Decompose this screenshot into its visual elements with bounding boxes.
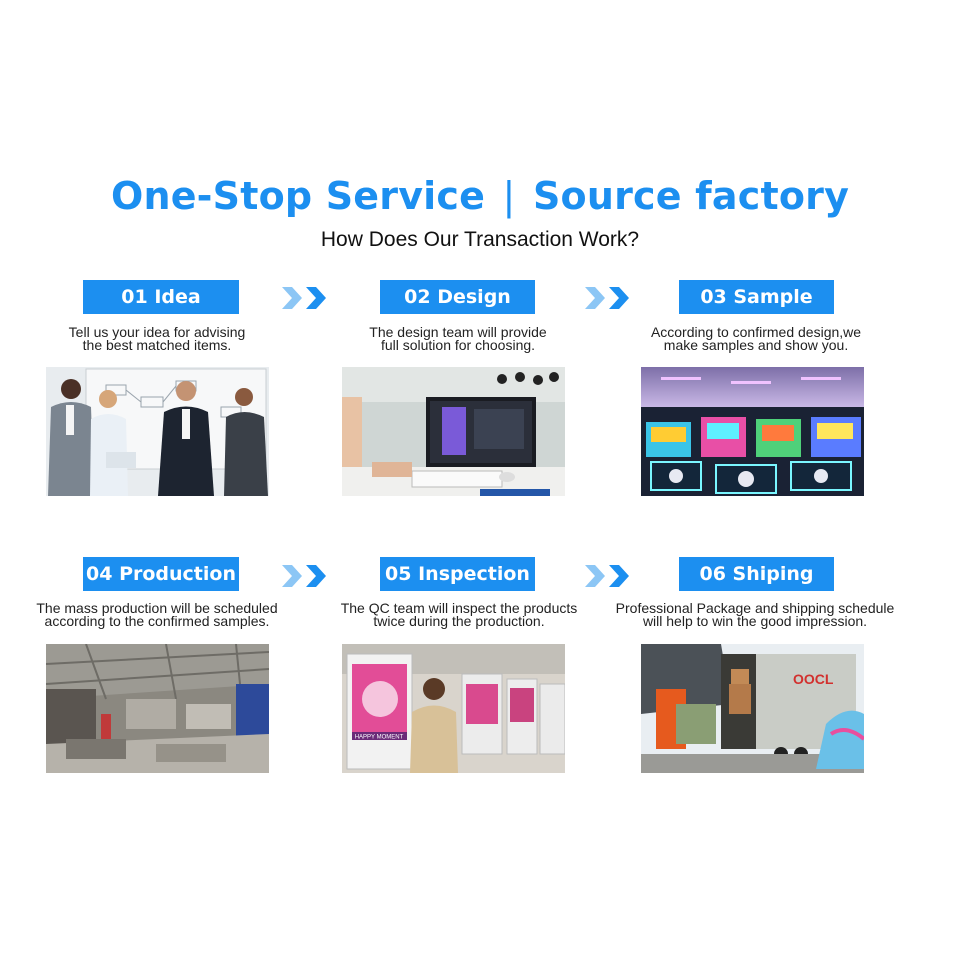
- title-left: One-Stop Service: [110, 174, 486, 218]
- page-title: One-Stop Service | Source factory: [0, 174, 960, 218]
- step-desc-shipping: Professional Package and shipping schedu…: [600, 600, 910, 629]
- step-desc-line: will help to win the good impression.: [642, 613, 868, 629]
- double-chevron-right-icon: [585, 287, 629, 309]
- step-desc-line: Tell us your idea for advising: [68, 324, 246, 340]
- design-workstation-photo: [342, 367, 565, 496]
- step-desc-line: full solution for choosing.: [380, 337, 536, 353]
- container-brand-label: OOCL: [793, 671, 834, 687]
- step-desc-line: According to confirmed design,we: [650, 324, 862, 340]
- step-desc-line: twice during the production.: [373, 613, 545, 629]
- step-desc-line: The QC team will inspect the products: [340, 600, 578, 616]
- double-chevron-right-icon: [585, 565, 629, 587]
- step-badge-shipping: 06 Shiping: [679, 557, 834, 591]
- step-badge-design: 02 Design: [380, 280, 535, 314]
- double-chevron-right-icon: [282, 287, 326, 309]
- quality-inspection-photo: HAPPY MOMENT: [342, 644, 565, 773]
- title-right: Source factory: [532, 174, 850, 218]
- machine-label: HAPPY MOMENT: [355, 735, 404, 741]
- page-subtitle: How Does Our Transaction Work?: [320, 228, 640, 251]
- step-badge-production: 04 Production: [83, 557, 239, 591]
- arcade-showroom-photo: [641, 367, 864, 496]
- step-badge-inspection: 05 Inspection: [380, 557, 535, 591]
- step-desc-line: make samples and show you.: [663, 337, 849, 353]
- step-desc-line: according to the confirmed samples.: [44, 613, 270, 629]
- title-separator: |: [502, 174, 516, 218]
- step-desc-design: The design team will provide full soluti…: [318, 324, 598, 353]
- step-desc-line: The design team will provide: [369, 324, 547, 340]
- step-desc-production: The mass production will be scheduled ac…: [17, 600, 297, 629]
- step-desc-line: Professional Package and shipping schedu…: [615, 600, 895, 616]
- factory-floor-photo: [46, 644, 269, 773]
- step-desc-sample: According to confirmed design,we make sa…: [616, 324, 896, 353]
- step-desc-line: the best matched items.: [82, 337, 232, 353]
- step-badge-idea: 01 Idea: [83, 280, 239, 314]
- business-meeting-photo: [46, 367, 269, 496]
- step-badge-sample: 03 Sample: [679, 280, 834, 314]
- step-desc-idea: Tell us your idea for advising the best …: [17, 324, 297, 353]
- double-chevron-right-icon: [282, 565, 326, 587]
- step-desc-inspection: The QC team will inspect the products tw…: [309, 600, 609, 629]
- step-desc-line: The mass production will be scheduled: [36, 600, 278, 616]
- container-loading-photo: OOCL: [641, 644, 864, 773]
